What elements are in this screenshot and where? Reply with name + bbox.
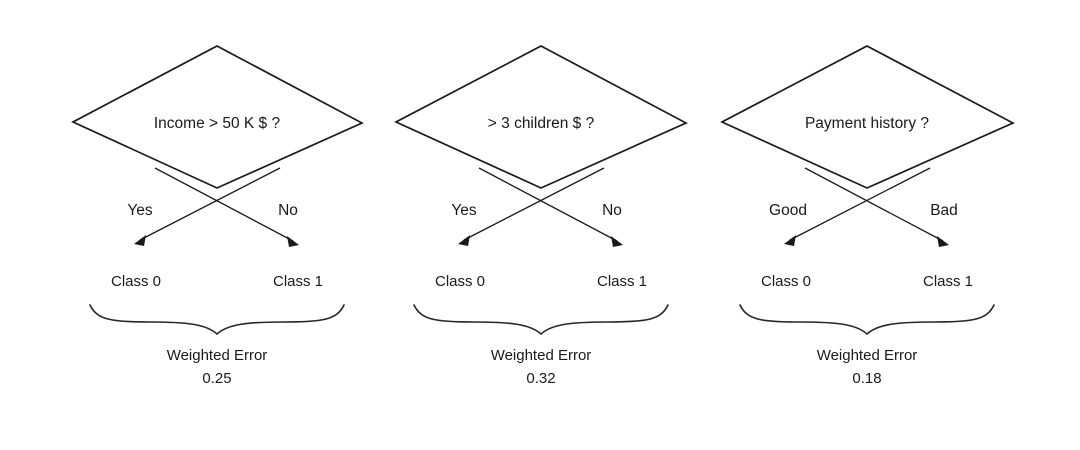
decision-diamond-2 <box>394 45 688 189</box>
leaf-label-right-1: Class 1 <box>273 273 323 290</box>
leaf-label-right-2: Class 1 <box>597 273 647 290</box>
condition-text-2: > 3 children $ ? <box>488 115 595 132</box>
branch-label-left-2: Yes <box>451 202 477 219</box>
branch-label-left-1: Yes <box>127 202 153 219</box>
branch-arrowhead-right-3 <box>937 236 949 247</box>
branch-arrowhead-left-2 <box>458 235 470 246</box>
decision-diamond-3 <box>720 45 1015 189</box>
brace-1 <box>89 304 345 335</box>
branch-line-right-2 <box>478 167 618 242</box>
decision-stump-1: Income > 50 K $ ? Yes No Class 0 Class 1… <box>71 45 364 387</box>
condition-text-1: Income > 50 K $ ? <box>154 115 281 132</box>
leaf-label-right-3: Class 1 <box>923 273 973 290</box>
error-label-2: Weighted Error <box>491 347 592 364</box>
brace-3 <box>739 304 995 335</box>
leaf-label-left-3: Class 0 <box>761 273 811 290</box>
decision-diamond-1 <box>71 45 364 189</box>
branch-label-right-3: Bad <box>930 202 958 219</box>
condition-text-3: Payment history ? <box>805 115 929 132</box>
branch-line-left-3 <box>789 167 931 241</box>
branch-arrowhead-left-1 <box>134 235 146 246</box>
error-label-3: Weighted Error <box>817 347 918 364</box>
branch-label-left-3: Good <box>769 202 807 219</box>
leaf-label-left-2: Class 0 <box>435 273 485 290</box>
brace-2 <box>413 304 669 335</box>
branch-label-right-1: No <box>278 202 298 219</box>
error-value-1: 0.25 <box>202 370 231 387</box>
error-value-3: 0.18 <box>852 370 881 387</box>
decision-stump-2: > 3 children $ ? Yes No Class 0 Class 1 … <box>394 45 688 387</box>
branch-line-right-3 <box>804 167 944 242</box>
branch-line-right-1 <box>154 167 294 242</box>
branch-line-left-2 <box>463 167 605 241</box>
decision-stump-3: Payment history ? Good Bad Class 0 Class… <box>720 45 1015 387</box>
error-value-2: 0.32 <box>526 370 555 387</box>
branch-arrowhead-right-2 <box>611 236 623 247</box>
branch-label-right-2: No <box>602 202 622 219</box>
branch-arrowhead-right-1 <box>287 236 299 247</box>
leaf-label-left-1: Class 0 <box>111 273 161 290</box>
error-label-1: Weighted Error <box>167 347 268 364</box>
branch-line-left-1 <box>139 167 281 241</box>
branch-arrowhead-left-3 <box>784 235 796 246</box>
